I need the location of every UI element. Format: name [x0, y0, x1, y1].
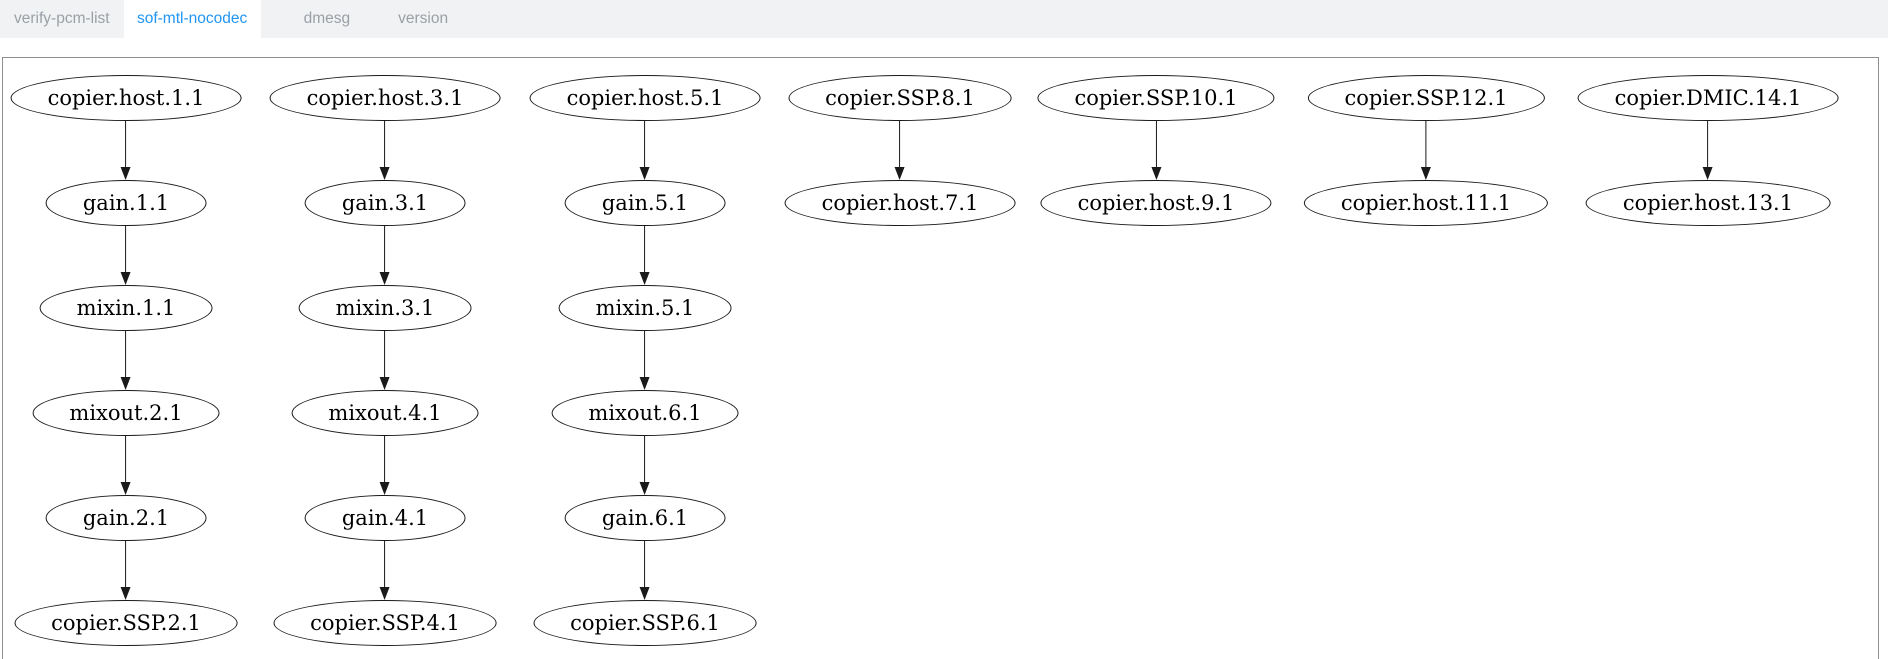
- edge-arrow: [119, 331, 133, 390]
- tab-bar: verify-pcm-list sof-mtl-nocodec dmesg versi…: [0, 0, 1888, 38]
- node-mixout.4.1: mixout.4.1: [291, 390, 479, 436]
- edge-arrow: [638, 541, 652, 600]
- node-copier.SSP.8.1: copier.SSP.8.1: [788, 75, 1012, 121]
- edge-arrow: [1701, 121, 1715, 180]
- pipeline-column-5: copier.SSP.10.1 copier.host.9.1: [1037, 75, 1275, 226]
- edge-arrow: [638, 331, 652, 390]
- node-gain.4.1: gain.4.1: [304, 495, 466, 541]
- node-copier.SSP.6.1: copier.SSP.6.1: [533, 600, 757, 646]
- tab-verify-pcm-list[interactable]: verify-pcm-list: [14, 10, 110, 27]
- tab-dmesg[interactable]: dmesg: [303, 10, 351, 27]
- pipeline-column-7: copier.DMIC.14.1 copier.host.13.1: [1577, 75, 1839, 226]
- node-mixin.3.1: mixin.3.1: [298, 285, 472, 331]
- node-copier.SSP.4.1: copier.SSP.4.1: [273, 600, 497, 646]
- node-copier.host.3.1: copier.host.3.1: [269, 75, 501, 121]
- node-mixout.6.1: mixout.6.1: [551, 390, 739, 436]
- pipeline-column-6: copier.SSP.12.1 copier.host.11.1: [1303, 75, 1549, 226]
- edge-arrow: [119, 226, 133, 285]
- node-gain.2.1: gain.2.1: [45, 495, 207, 541]
- node-mixin.1.1: mixin.1.1: [39, 285, 213, 331]
- node-copier.host.9.1: copier.host.9.1: [1040, 180, 1272, 226]
- node-copier.SSP.12.1: copier.SSP.12.1: [1307, 75, 1545, 121]
- node-copier.SSP.10.1: copier.SSP.10.1: [1037, 75, 1275, 121]
- edge-arrow: [638, 121, 652, 180]
- edge-arrow: [638, 226, 652, 285]
- node-copier.host.7.1: copier.host.7.1: [784, 180, 1016, 226]
- edge-arrow: [1149, 121, 1163, 180]
- graph-panel: copier.host.1.1 gain.1.1 mixin.1.1 mixout.2…: [2, 57, 1879, 659]
- node-copier.host.13.1: copier.host.13.1: [1585, 180, 1831, 226]
- node-copier.SSP.2.1: copier.SSP.2.1: [14, 600, 238, 646]
- edge-arrow: [378, 121, 392, 180]
- edge-arrow: [378, 436, 392, 495]
- node-copier.host.11.1: copier.host.11.1: [1303, 180, 1549, 226]
- node-mixout.2.1: mixout.2.1: [32, 390, 220, 436]
- edge-arrow: [893, 121, 907, 180]
- pipeline-column-4: copier.SSP.8.1 copier.host.7.1: [784, 75, 1016, 226]
- edge-arrow: [638, 436, 652, 495]
- pipeline-column-3: copier.host.5.1 gain.5.1 mixin.5.1 mixout.6…: [529, 75, 761, 646]
- node-mixin.5.1: mixin.5.1: [558, 285, 732, 331]
- edge-arrow: [119, 436, 133, 495]
- node-gain.3.1: gain.3.1: [304, 180, 466, 226]
- node-copier.DMIC.14.1: copier.DMIC.14.1: [1577, 75, 1839, 121]
- node-copier.host.1.1: copier.host.1.1: [10, 75, 242, 121]
- edge-arrow: [1419, 121, 1433, 180]
- node-gain.1.1: gain.1.1: [45, 180, 207, 226]
- tab-version[interactable]: version: [398, 10, 449, 27]
- edge-arrow: [119, 541, 133, 600]
- edge-arrow: [378, 226, 392, 285]
- pipeline-column-2: copier.host.3.1 gain.3.1 mixin.3.1 mixout.4…: [269, 75, 501, 646]
- edge-arrow: [378, 541, 392, 600]
- edge-arrow: [119, 121, 133, 180]
- node-copier.host.5.1: copier.host.5.1: [529, 75, 761, 121]
- node-gain.5.1: gain.5.1: [564, 180, 726, 226]
- node-gain.6.1: gain.6.1: [564, 495, 726, 541]
- edge-arrow: [378, 331, 392, 390]
- pipeline-column-1: copier.host.1.1 gain.1.1 mixin.1.1 mixout.2…: [10, 75, 242, 646]
- tab-sof-mtl-nocodec[interactable]: sof-mtl-nocodec: [123, 0, 261, 38]
